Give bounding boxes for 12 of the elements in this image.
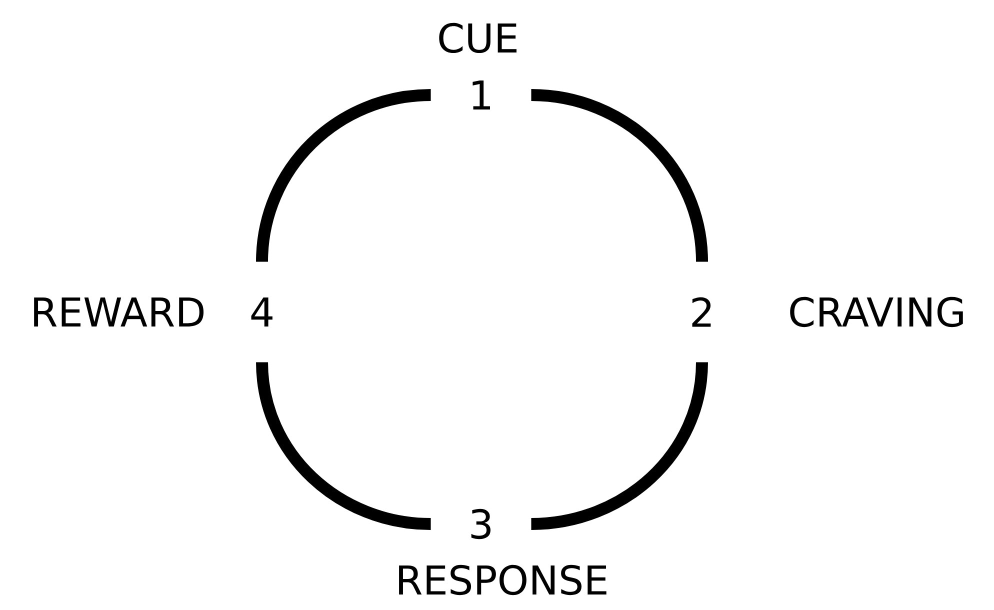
arc	[530, 362, 708, 530]
step-label: REWARD	[34, 297, 204, 327]
step-number: 1	[472, 80, 490, 110]
step-number: 4	[251, 297, 272, 327]
step-label: CUE	[439, 22, 517, 54]
step-number: 3	[471, 508, 490, 540]
step-number: 2	[692, 297, 711, 327]
step-label: RESPONSE	[399, 564, 606, 596]
step-label: CRAVING	[790, 296, 963, 328]
arc	[256, 362, 432, 530]
arc	[530, 89, 708, 262]
arc	[256, 89, 432, 262]
